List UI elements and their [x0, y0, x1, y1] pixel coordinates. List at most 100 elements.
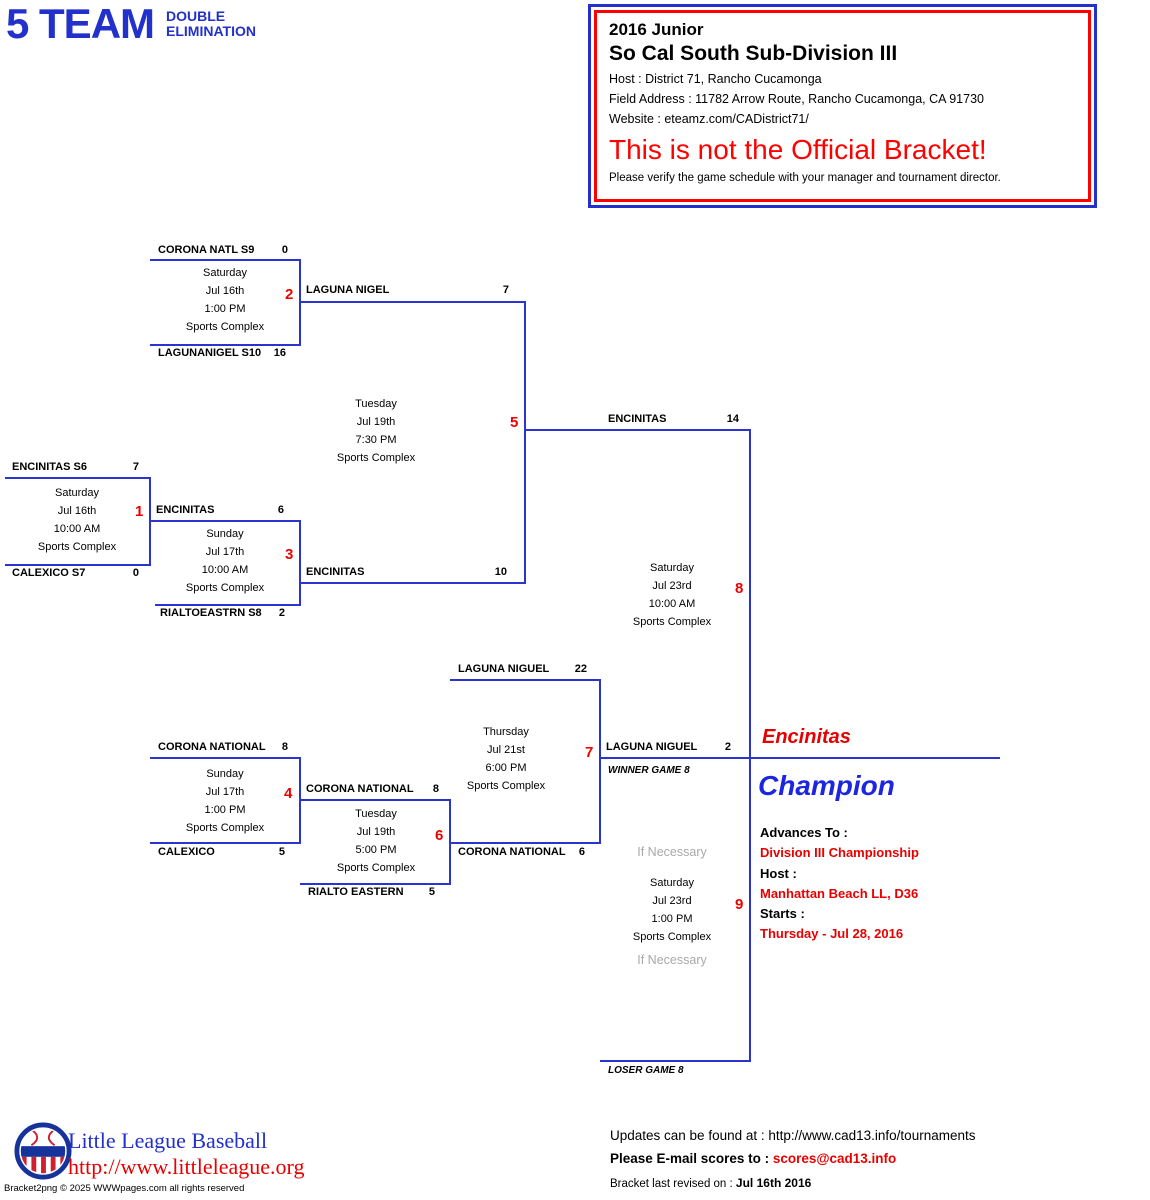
advances-to-label: Advances To : [760, 825, 848, 840]
g5-winner-team: ENCINITAS 14 [608, 413, 739, 425]
g2-winner-line [299, 301, 526, 303]
champion-line [749, 757, 1000, 759]
game-8-number: 8 [735, 580, 744, 597]
team-score: 7 [502, 284, 509, 296]
schedule-venue: Sports Complex [37, 541, 117, 553]
g1-top-line [5, 477, 151, 479]
schedule-day: Tuesday [355, 398, 397, 410]
team-name: CORONA NATL S9 [158, 244, 255, 256]
g1-bottom-team: CALEXICO S7 0 [12, 567, 139, 579]
team-score: 2 [278, 607, 285, 619]
schedule-day: Tuesday [355, 808, 397, 820]
g1-winner-line [149, 520, 301, 522]
team-name: ENCINITAS [306, 566, 365, 578]
team-score: 5 [428, 886, 435, 898]
g2-top-team: CORONA NATL S9 0 [158, 244, 288, 256]
team-score: 22 [574, 663, 587, 675]
team-name: CORONA NATIONAL [158, 741, 266, 753]
team-score: 6 [578, 846, 585, 858]
schedule-date: Jul 21st [487, 744, 525, 756]
if-necessary-bottom: If Necessary [637, 953, 707, 967]
champion-team-name: Encinitas [762, 726, 851, 748]
g2-winner-team: LAGUNA NIGEL 7 [306, 284, 509, 296]
g6-bottom-team: RIALTO EASTERN 5 [308, 886, 435, 898]
g2-top-line [150, 259, 301, 261]
g9-connector-line [749, 757, 751, 1062]
tournament-host: Host : District 71, Rancho Cucamonga [609, 72, 822, 86]
verify-schedule-note: Please verify the game schedule with you… [609, 172, 1001, 184]
game-1-number: 1 [135, 503, 144, 520]
g3-connector-line [299, 520, 301, 606]
g7-winner-team: LAGUNA NIGUEL 2 [606, 741, 731, 753]
advance-info: Advances To : Division III Championship … [760, 823, 919, 945]
scores-label: Please E-mail scores to : [610, 1151, 773, 1166]
schedule-day: Saturday [54, 487, 100, 499]
g2-bottom-team: LAGUNANIGEL S10 16 [158, 347, 286, 359]
subtitle-line-1: DOUBLE [166, 8, 226, 24]
schedule-time: 10:00 AM [53, 523, 101, 535]
g6-winner-line [449, 842, 601, 844]
g7-top-line [450, 679, 601, 681]
schedule-venue: Sports Complex [336, 862, 416, 874]
schedule-day: Thursday [483, 726, 529, 738]
g4-top-line [150, 757, 301, 759]
schedule-venue: Sports Complex [336, 452, 416, 464]
g6-winner-team: CORONA NATIONAL 6 [458, 846, 585, 858]
g3-bottom-team: RIALTOEASTRN S8 2 [160, 607, 285, 619]
subtitle-line-2: ELIMINATION [166, 23, 256, 39]
team-score: 8 [432, 783, 439, 795]
team-name: RIALTO EASTERN [308, 886, 404, 898]
g5-winner-line [524, 429, 751, 431]
loser-game-8-label: LOSER GAME 8 [608, 1065, 684, 1076]
updates-url-line: Updates can be found at : http://www.cad… [610, 1128, 976, 1143]
winner-game-8-label: WINNER GAME 8 [608, 765, 690, 776]
team-name: CORONA NATIONAL [306, 783, 414, 795]
team-score: 6 [277, 504, 284, 516]
g4-bottom-line [150, 842, 301, 844]
schedule-venue: Sports Complex [632, 616, 712, 628]
game-5-number: 5 [510, 414, 519, 431]
tournament-info-inner: 2016 Junior So Cal South Sub-Division II… [594, 10, 1091, 202]
schedule-time: 1:00 PM [204, 303, 246, 315]
little-league-name: Little League Baseball [68, 1128, 268, 1153]
schedule-venue: Sports Complex [185, 321, 265, 333]
g4-winner-line [299, 799, 451, 801]
team-score: 16 [273, 347, 286, 359]
team-score: 10 [494, 566, 507, 578]
schedule-date: Jul 16th [57, 505, 97, 517]
game-3-number: 3 [285, 546, 294, 563]
schedule-date: Jul 19th [356, 416, 396, 428]
team-name: LAGUNA NIGUEL [606, 741, 698, 753]
g1-top-team: ENCINITAS S6 7 [12, 461, 139, 473]
team-name: LAGUNA NIGEL [306, 284, 390, 296]
g3-winner-line [299, 582, 526, 584]
g9-bottom-line [600, 1060, 751, 1062]
schedule-day: Sunday [206, 768, 244, 780]
team-name: RIALTOEASTRN S8 [160, 607, 262, 619]
game-9-number: 9 [735, 896, 744, 913]
schedule-venue: Sports Complex [185, 582, 265, 594]
tournament-info-box: 2016 Junior So Cal South Sub-Division II… [588, 4, 1097, 208]
g4-schedule: Sunday Jul 17th 1:00 PM Sports Complex [155, 765, 295, 837]
g5-connector-line [524, 301, 526, 584]
schedule-date: Jul 23rd [652, 895, 692, 907]
schedule-time: 1:00 PM [204, 804, 246, 816]
advance-starts-label: Starts : [760, 906, 805, 922]
revised-line: Bracket last revised on : Jul 16th 2016 [610, 1176, 811, 1190]
revised-label: Bracket last revised on : [610, 1178, 736, 1190]
schedule-time: 10:00 AM [648, 598, 696, 610]
scores-email: scores@cad13.info [772, 1151, 897, 1166]
tournament-website: Website : eteamz.com/CADistrict71/ [609, 112, 809, 126]
g3-schedule: Sunday Jul 17th 10:00 AM Sports Complex [155, 525, 295, 597]
little-league-logo-graphic [14, 1122, 72, 1180]
g7-schedule: Thursday Jul 21st 6:00 PM Sports Complex [436, 723, 576, 795]
tournament-field-address: Field Address : 11782 Arrow Route, Ranch… [609, 92, 984, 106]
team-name: ENCINITAS [156, 504, 215, 516]
team-score: 0 [281, 244, 288, 256]
schedule-date: Jul 17th [205, 786, 245, 798]
team-name: CALEXICO [158, 846, 215, 858]
game-7-number: 7 [585, 744, 594, 761]
schedule-date: Jul 23rd [652, 580, 692, 592]
schedule-venue: Sports Complex [466, 780, 546, 792]
team-name: ENCINITAS S6 [12, 461, 87, 473]
